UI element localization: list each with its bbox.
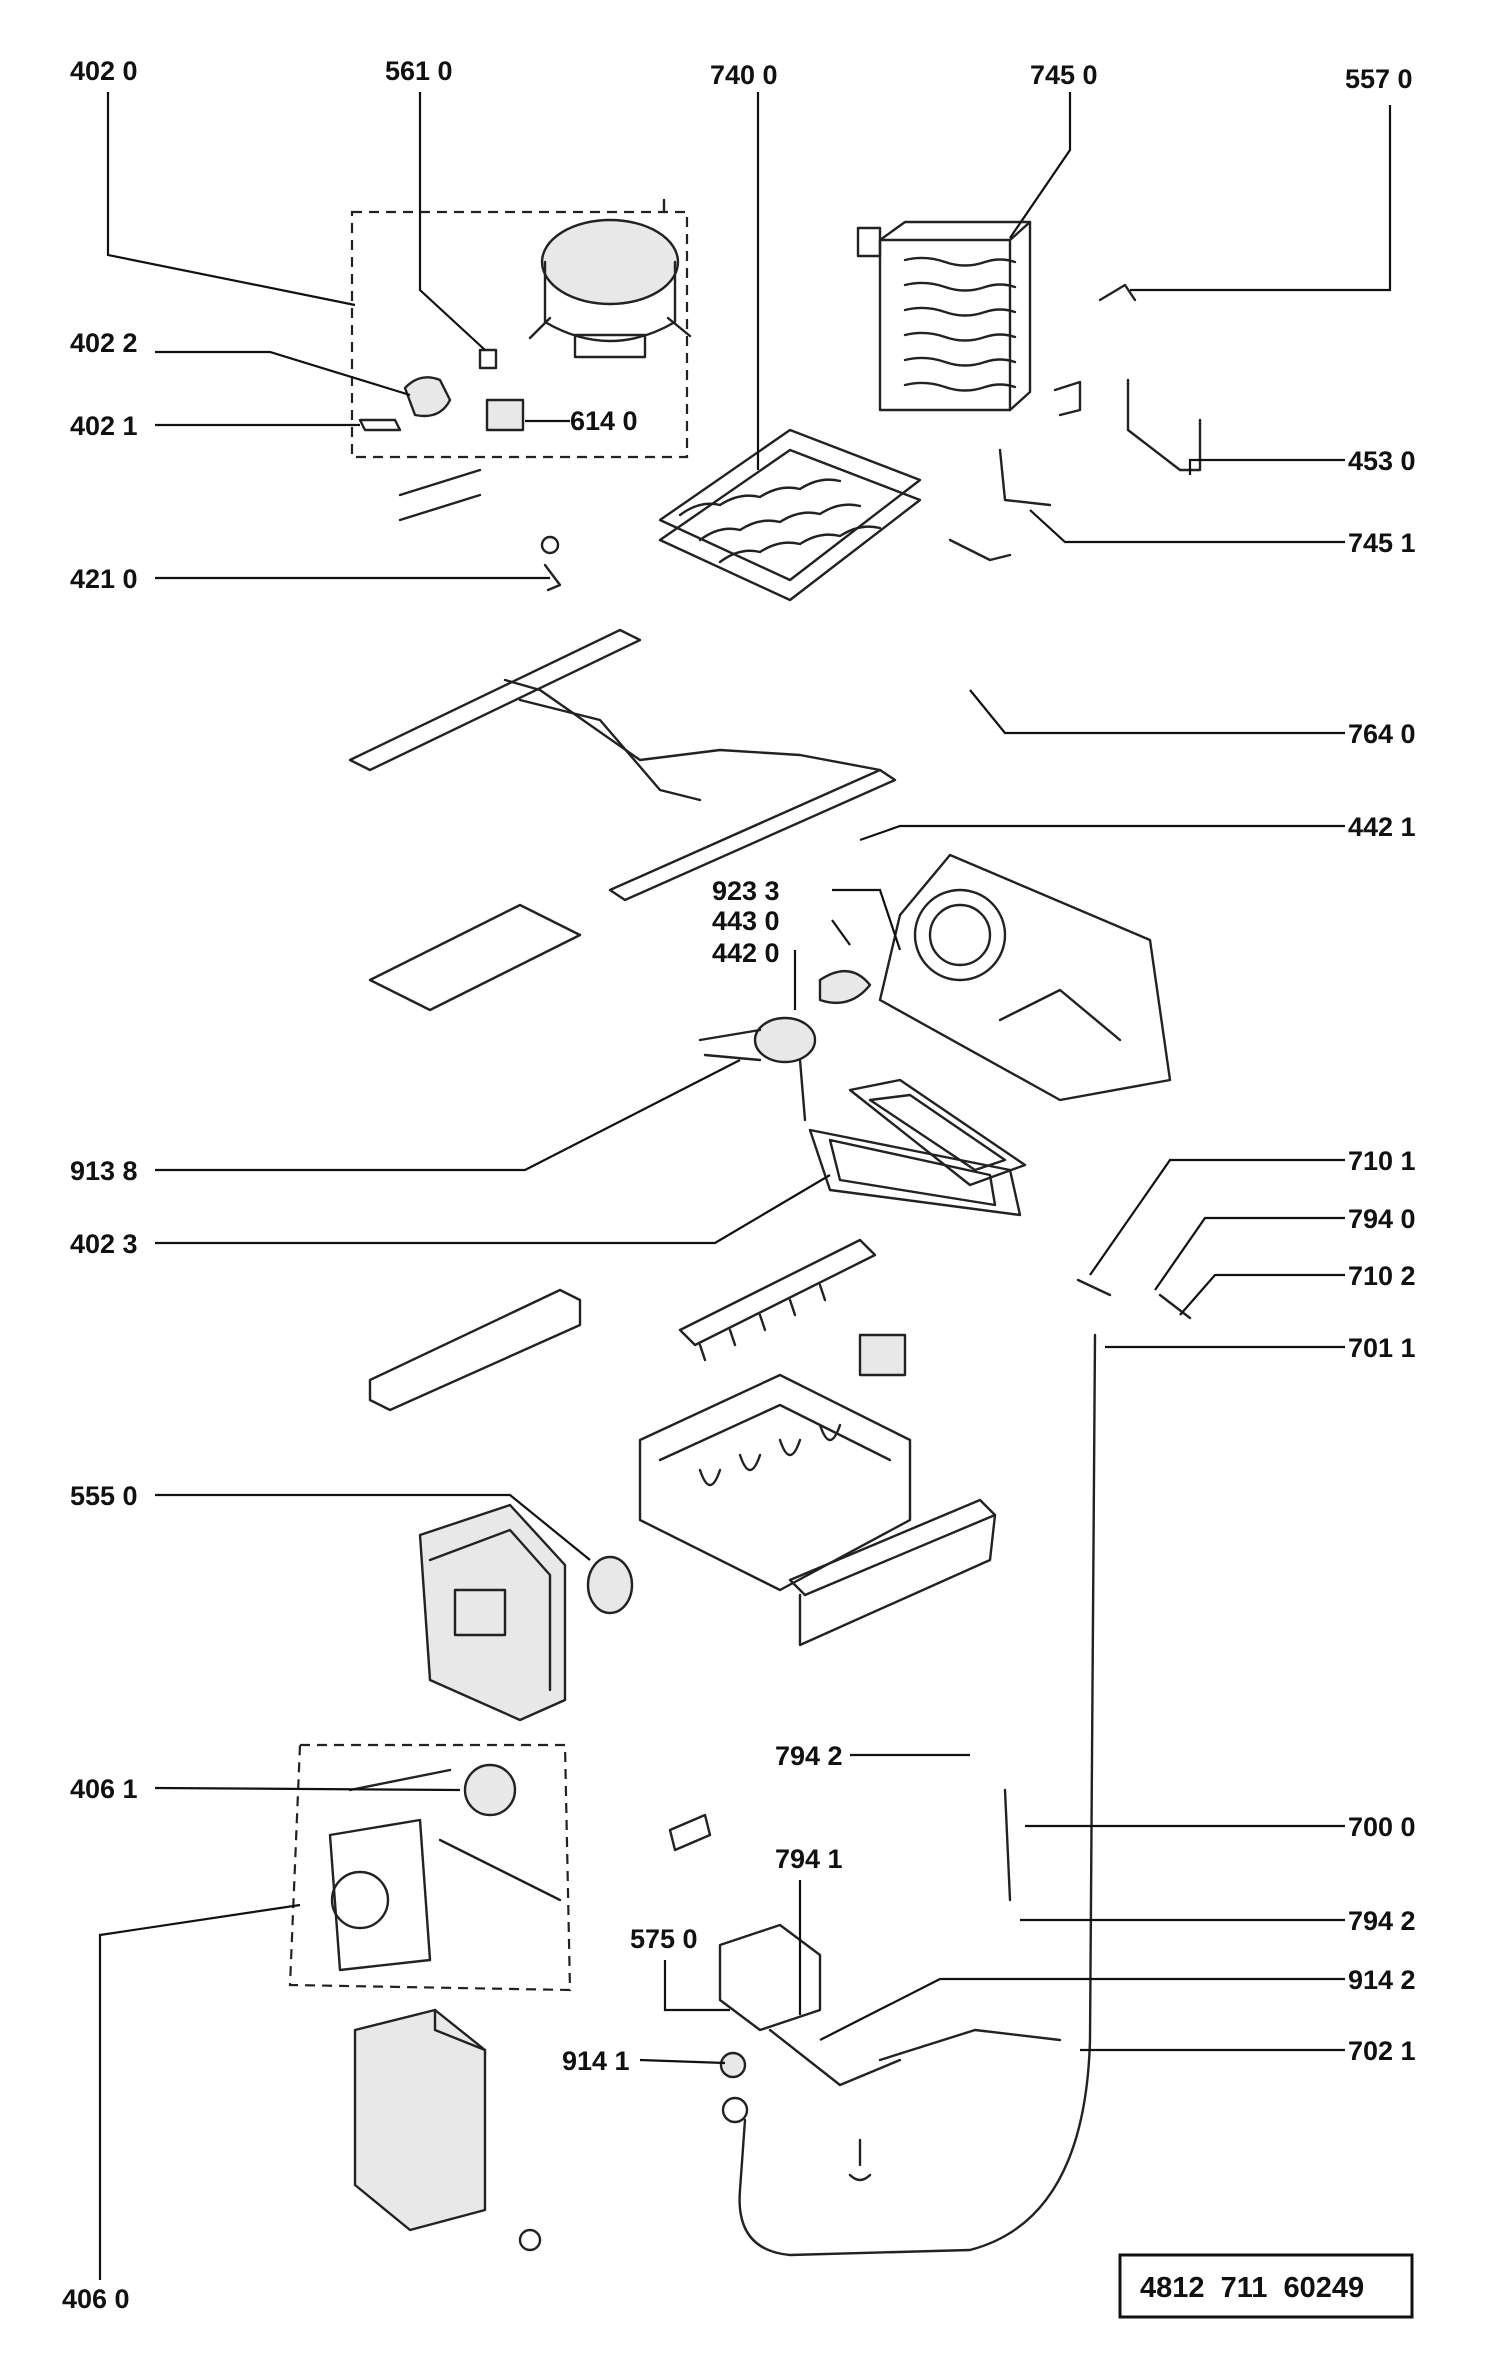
label-5570: 557 0 [1345,64,1413,94]
fan-assembly [698,853,1172,1187]
label-4421: 442 1 [1348,812,1416,842]
label-7940: 794 0 [1348,1204,1416,1234]
ice-tray-frame [808,1128,1022,1217]
label-7941: 794 1 [775,1844,843,1874]
label-9233: 923 3 [712,876,780,906]
label-4020: 402 0 [70,56,138,86]
label-9142: 914 2 [1348,1965,1416,1995]
label-7942-top: 794 2 [775,1741,843,1771]
label-5750: 575 0 [630,1924,698,1954]
label-4023: 402 3 [70,1229,138,1259]
label-7102: 710 2 [1348,1261,1416,1291]
label-4530: 453 0 [1348,446,1416,476]
label-7101: 710 1 [1348,1146,1416,1176]
evaporator-coil [398,428,922,602]
compressor-group [350,198,692,459]
label-7011: 701 1 [1348,1333,1416,1363]
cover-box [353,2008,542,2252]
water-valve-group [668,1278,1192,2257]
label-4210: 421 0 [70,564,138,594]
label-7942-bottom: 794 2 [1348,1906,1416,1936]
label-7640: 764 0 [1348,719,1416,749]
cabinet-frame [348,535,897,1012]
label-4021: 402 1 [70,411,138,441]
ice-maker-assembly [368,1238,997,1647]
label-4430: 443 0 [712,906,780,936]
label-6140: 614 0 [570,406,638,436]
label-9141: 914 1 [562,2046,630,2076]
motor-subassembly [288,1743,572,1992]
label-7451: 745 1 [1348,528,1416,558]
label-4061: 406 1 [70,1774,138,1804]
label-7400: 740 0 [710,60,778,90]
label-5550: 555 0 [70,1481,138,1511]
label-7021: 702 1 [1348,2036,1416,2066]
label-7450: 745 0 [1030,60,1098,90]
condenser-group [856,220,1202,562]
label-4060: 406 0 [62,2284,130,2314]
control-housing [418,1503,634,1722]
callout-labels: 402 0 561 0 740 0 745 0 557 0 402 2 402 … [62,56,1416,2314]
label-9138: 913 8 [70,1156,138,1186]
reference-number-box: 4812 711 60249 [1118,2253,1414,2319]
label-4022: 402 2 [70,328,138,358]
leader-lines [98,92,1392,2280]
label-5610: 561 0 [385,56,453,86]
label-4420: 442 0 [712,938,780,968]
label-7000: 700 0 [1348,1812,1416,1842]
reference-number: 4812 711 60249 [1140,2272,1364,2304]
